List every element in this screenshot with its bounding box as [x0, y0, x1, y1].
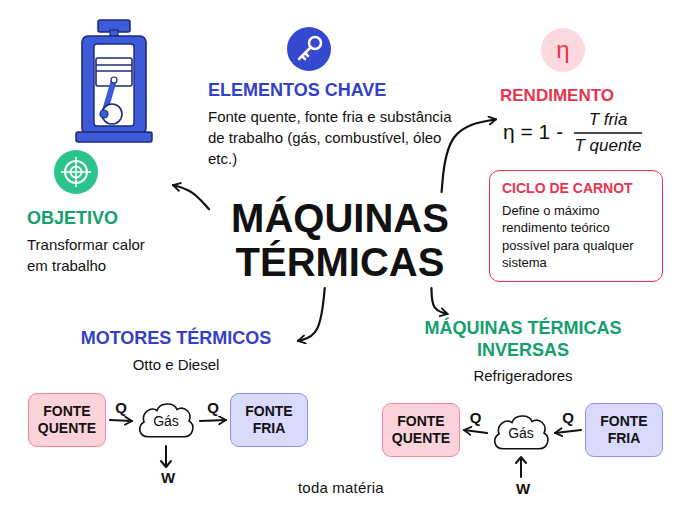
node-body: Fonte quente, fonte fria e substância de… [208, 106, 460, 169]
node-heading: RENDIMENTO [500, 86, 650, 106]
connector-arrow [442, 119, 496, 192]
formula-text: η = 1 - [503, 120, 563, 144]
cloud-outline [491, 412, 551, 454]
target-icon [54, 150, 98, 194]
eta-symbol: η [541, 28, 585, 72]
node-heading: MÁQUINAS TÉRMICAS INVERSAS [412, 318, 634, 361]
node-heading: CICLO DE CARNOT [502, 180, 652, 198]
connector-arrow [431, 288, 447, 314]
connector-arrow [555, 430, 581, 433]
node-body: Otto e Diesel [58, 355, 294, 375]
connector-arrow [173, 185, 209, 209]
node-heading: Gás [508, 425, 534, 441]
node-body: Define o máximo rendimento teórico possí… [502, 202, 652, 272]
work-arrows [161, 446, 526, 477]
node-heading: FONTE QUENTE [33, 403, 101, 438]
node-heading: MOTORES TÉRMICOS [58, 328, 294, 350]
watermark: toda matéria [298, 479, 384, 496]
key-icon [287, 27, 331, 71]
eta-icon-circle [541, 28, 585, 72]
info-box: CICLO DE CARNOT Define o máximo rendiment… [489, 170, 663, 282]
heat-label: Q [205, 399, 221, 416]
node-heading: Gás [153, 413, 179, 429]
hot-source-box: FONTE QUENTE [28, 393, 106, 447]
cold-source-box: FONTE FRIA [585, 403, 663, 457]
section-block: MÁQUINAS TÉRMICAS INVERSAS Refrigeradores [412, 318, 634, 386]
section-block: ELEMENTOS CHAVE Fonte quente, fonte fria … [208, 80, 460, 169]
section-block: MOTORES TÉRMICOS Otto e Diesel [58, 328, 294, 374]
central-topic: MÁQUINAS TÉRMICAS [213, 196, 467, 284]
formula-numerator: T fria [568, 110, 648, 130]
gas-cloud: Gás [136, 400, 196, 442]
section-block: OBJETIVO Transformar calor em trabalho [27, 150, 169, 276]
node-heading: ELEMENTOS CHAVE [208, 80, 460, 102]
engine-illustration [76, 20, 152, 142]
work-label: W [516, 480, 530, 497]
cloud-outline [136, 400, 196, 442]
node-heading: FONTE FRIA [590, 413, 658, 448]
cold-source-box: FONTE FRIA [230, 393, 308, 447]
cloud-shape [495, 416, 548, 449]
work-label: W [161, 469, 175, 486]
heat-label: Q [468, 409, 484, 426]
node-body: Transformar calor em trabalho [27, 234, 169, 276]
node-heading: OBJETIVO [27, 208, 169, 230]
node-heading: FONTE QUENTE [387, 413, 455, 448]
node-heading: MÁQUINAS TÉRMICAS [213, 196, 467, 284]
heat-label: Q [113, 399, 129, 416]
fraction-bar [574, 132, 642, 134]
connector-arrow [298, 288, 325, 341]
section-block: RENDIMENTO [500, 86, 650, 160]
heat-label: Q [560, 409, 576, 426]
hot-source-box: FONTE QUENTE [382, 403, 460, 457]
node-body: Refrigeradores [412, 366, 634, 386]
formula-denominator: T quente [568, 136, 648, 156]
connector-arrow [110, 420, 132, 421]
node-heading: FONTE FRIA [235, 403, 303, 438]
connector-arrow [464, 430, 487, 433]
cloud-shape [140, 404, 193, 437]
connector-arrow [200, 420, 226, 421]
gas-cloud: Gás [491, 412, 551, 454]
